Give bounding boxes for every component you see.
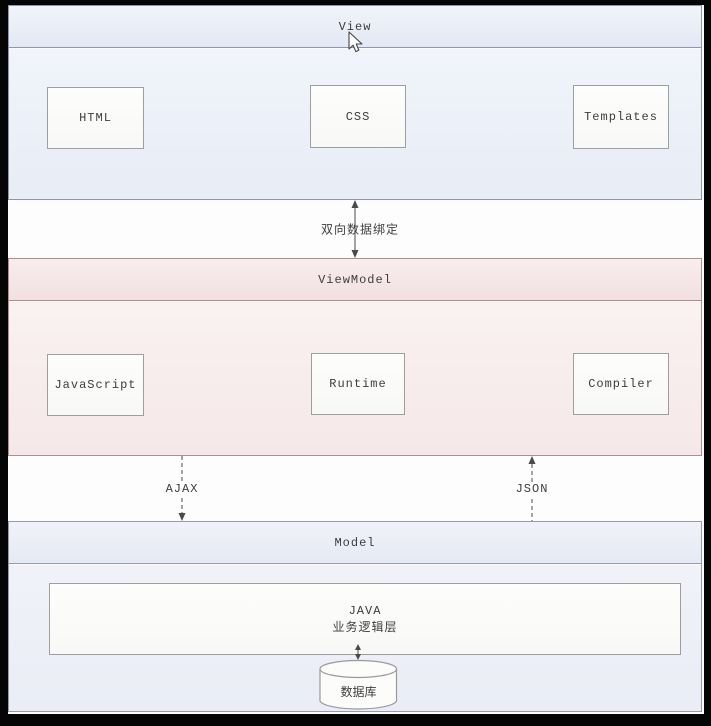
viewmodel-section-title: ViewModel — [9, 259, 701, 301]
two-way-binding-arrow — [351, 200, 359, 258]
json-label: JSON — [513, 482, 551, 496]
two-way-binding-label: 双向数据绑定 — [320, 222, 400, 237]
database-label: 数据库 — [340, 685, 377, 699]
node-java-business-layer: JAVA 业务逻辑层 — [49, 583, 681, 655]
node-html: HTML — [47, 87, 144, 149]
ajax-label: AJAX — [163, 482, 201, 496]
mouse-cursor-icon — [348, 31, 363, 53]
java-db-arrow — [355, 644, 361, 660]
java-label-line1: JAVA — [348, 604, 382, 618]
node-javascript: JavaScript — [47, 354, 144, 416]
model-section: Model JAVA 业务逻辑层 — [8, 521, 702, 712]
model-section-title: Model — [9, 522, 701, 564]
node-compiler: Compiler — [573, 353, 669, 415]
database-icon: 数据库 — [319, 659, 398, 711]
java-label-line2: 业务逻辑层 — [332, 620, 398, 634]
diagram-canvas: View HTML CSS Templates 双向数据绑定 ViewModel… — [8, 5, 704, 714]
viewmodel-section: ViewModel JavaScript Runtime Compiler — [8, 258, 702, 456]
node-templates: Templates — [573, 85, 669, 149]
node-css: CSS — [310, 85, 406, 148]
node-runtime: Runtime — [311, 353, 405, 415]
